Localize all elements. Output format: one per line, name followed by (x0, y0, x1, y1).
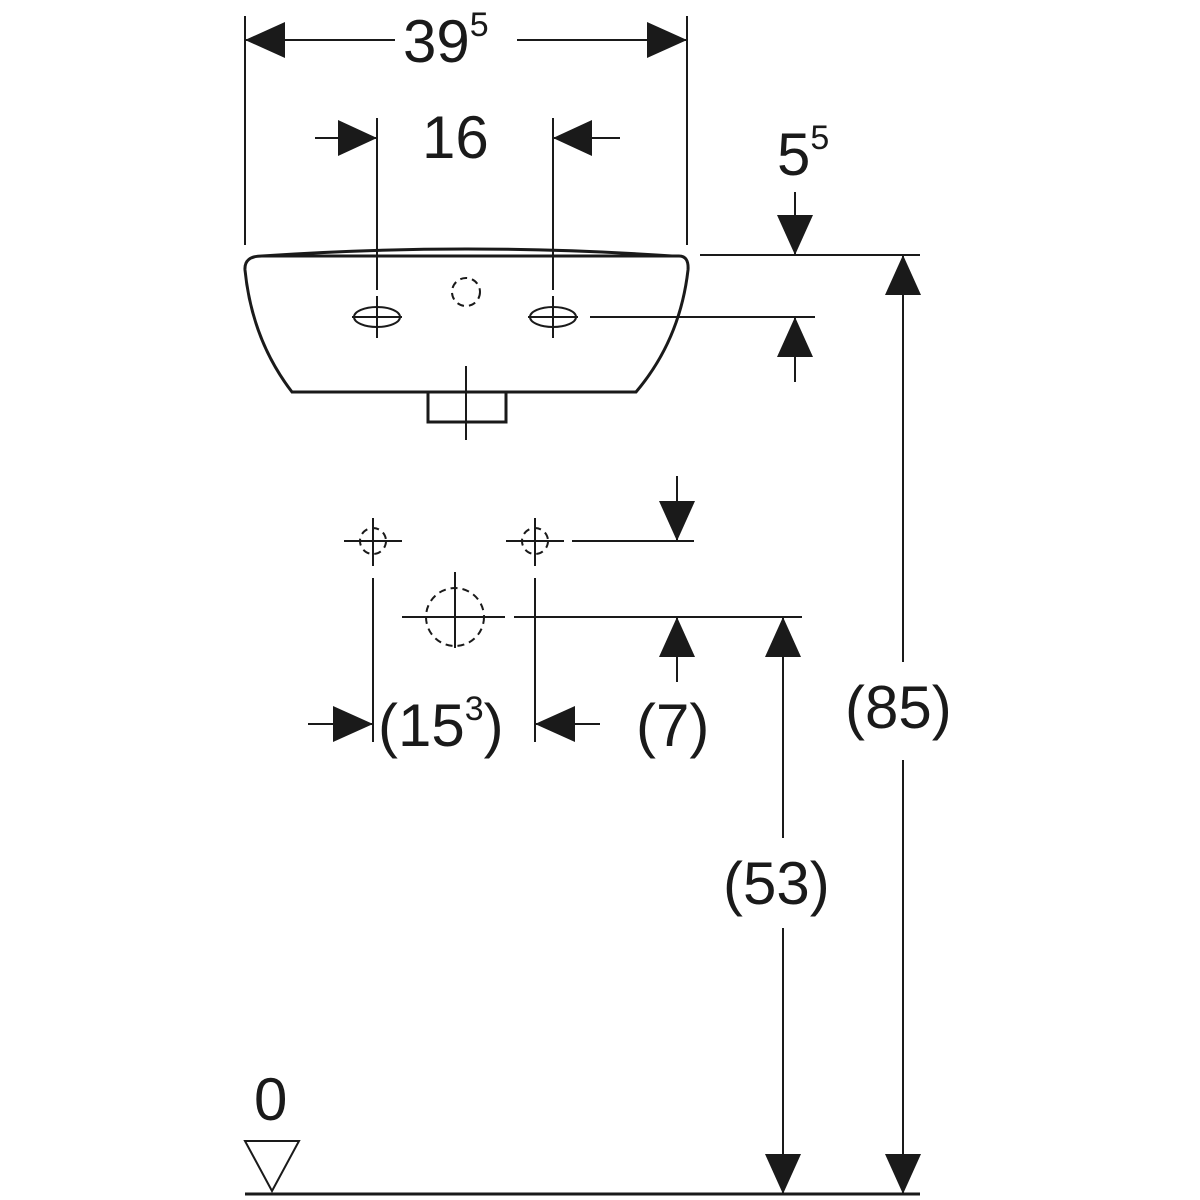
tap-hole-offset-dimension: 55 (590, 119, 920, 382)
overall-width-dimension: 395 (244, 6, 688, 245)
tap-hole-left (352, 296, 402, 338)
outlet-height-label: (53) (723, 850, 830, 917)
rim-height-dimension: (85) (845, 255, 952, 1194)
outlet-height-dimension: (53) (723, 617, 830, 1194)
tap-hole-spacing-label: 16 (422, 104, 489, 171)
tap-hole-right (528, 296, 578, 338)
floor-reference-label: 0 (254, 1066, 287, 1133)
overflow-hole (451, 277, 481, 307)
tap-hole-offset-label: 55 (777, 119, 829, 188)
supply-spacing-dimension: (153) (308, 578, 600, 759)
supply-point-left (344, 518, 402, 566)
waste-outlet-point (402, 572, 505, 648)
overall-width-label: 395 (403, 6, 489, 75)
supply-spacing-label: (153) (378, 690, 504, 759)
floor-reference: 0 (243, 1066, 920, 1196)
floor-level-marker-icon (243, 1140, 301, 1194)
basin-body (243, 247, 690, 440)
supply-point-right (506, 518, 564, 566)
supply-offset-dimension: (7) (514, 476, 802, 759)
tap-hole-spacing-dimension: 16 (315, 104, 620, 290)
rim-height-label: (85) (845, 674, 952, 741)
supply-offset-label: (7) (636, 692, 709, 759)
